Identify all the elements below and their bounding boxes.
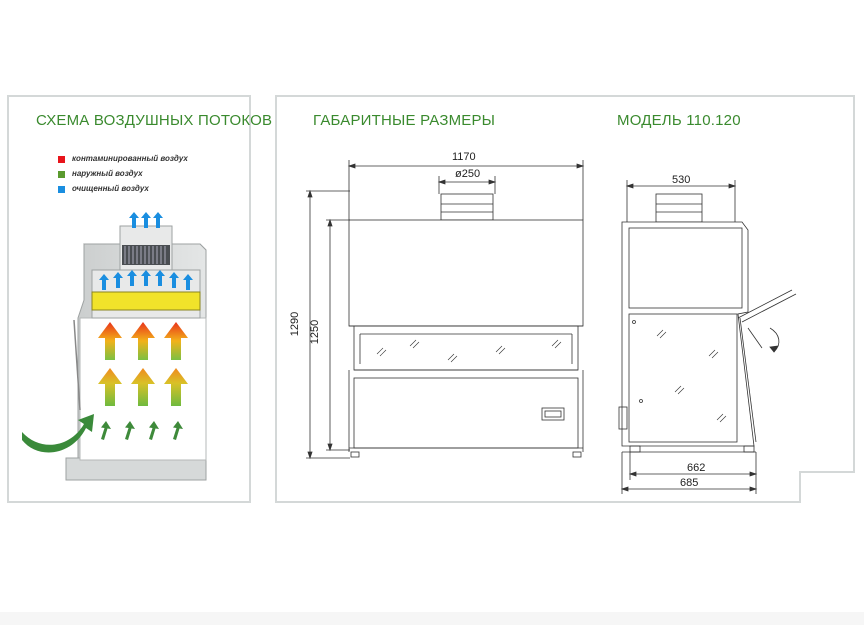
- airflow-title: СХЕМА ВОЗДУШНЫХ ПОТОКОВ: [36, 112, 272, 129]
- legend-swatch-contaminated: [58, 156, 65, 163]
- legend-label-clean: очищенный воздух: [72, 184, 149, 193]
- front-width-label: 1170: [452, 151, 476, 163]
- airflow-title-text: СХЕМА ВОЗДУШНЫХ ПОТОКОВ: [36, 112, 273, 129]
- hepa-filter: [91, 291, 201, 311]
- side-depth-label: 685: [680, 477, 699, 489]
- legend-label-contaminated: контаминированный воздух: [72, 154, 188, 163]
- side-top-width-label: 530: [672, 174, 691, 186]
- exhaust-fan: [122, 245, 170, 265]
- fan-grille: [124, 246, 166, 264]
- legend-swatch-clean: [58, 186, 65, 193]
- dimensions-title: ГАБАРИТНЫЕ РАЗМЕРЫ: [313, 112, 495, 129]
- bottom-fade: [0, 612, 864, 625]
- duct-diameter-label: ø250: [455, 168, 481, 180]
- model-title-text: МОДЕЛЬ 110.120: [617, 112, 741, 129]
- incoming-air-arrow: [22, 414, 94, 453]
- dimensions-title-text: ГАБАРИТНЫЕ РАЗМЕРЫ: [313, 112, 496, 129]
- legend-label-outside: наружный воздух: [72, 169, 143, 178]
- legend-swatch-outside: [58, 171, 65, 178]
- model-title: МОДЕЛЬ 110.120: [617, 112, 741, 129]
- side-base-width-label: 662: [687, 462, 706, 474]
- sash-glass: [73, 319, 81, 411]
